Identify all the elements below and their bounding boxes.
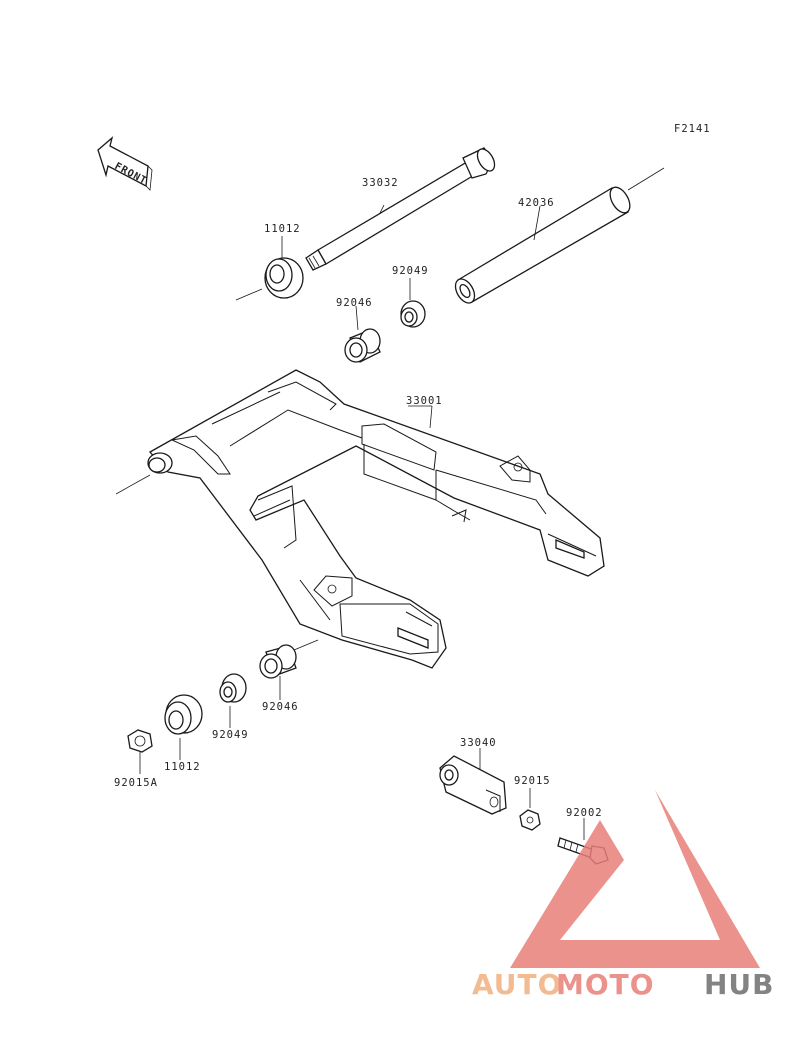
label-92049-top: 92049	[392, 265, 429, 277]
figure-code: F2141	[674, 123, 711, 135]
label-11012-top: 11012	[264, 223, 301, 235]
logo-text-auto: AUTO	[472, 968, 562, 1001]
automotohub-logo-icon: AUTO MOTO HUB	[472, 790, 775, 1001]
label-33001: 33001	[406, 395, 443, 407]
label-92015: 92015	[514, 775, 551, 787]
label-92046-top: 92046	[336, 297, 373, 309]
label-42036: 42036	[518, 197, 555, 209]
chain-adjuster-33040	[439, 755, 507, 815]
logo-text-moto: MOTO	[556, 968, 655, 1001]
label-11012-bottom: 11012	[164, 761, 201, 773]
label-92015A: 92015A	[114, 777, 158, 789]
bearing-92046-top	[344, 328, 381, 363]
collar-92049-bottom	[219, 673, 247, 703]
collar-42036	[454, 167, 665, 304]
seal-11012-bottom	[164, 694, 203, 735]
bearing-92046-bottom	[259, 639, 319, 679]
nut-92015	[519, 809, 541, 831]
nut-92015A	[127, 729, 153, 753]
label-33032: 33032	[362, 177, 399, 189]
seal-11012-top	[264, 257, 304, 299]
label-92049-bottom: 92049	[212, 729, 249, 741]
collar-92049-top	[400, 300, 426, 328]
front-arrow-icon: FRONT	[97, 136, 153, 191]
label-92002: 92002	[566, 807, 603, 819]
swingarm-33001	[115, 369, 605, 669]
label-33040: 33040	[460, 737, 497, 749]
logo-text-hub: HUB	[704, 968, 775, 1001]
pivot-shaft-33032	[235, 147, 496, 301]
label-92046-bottom: 92046	[262, 701, 299, 713]
